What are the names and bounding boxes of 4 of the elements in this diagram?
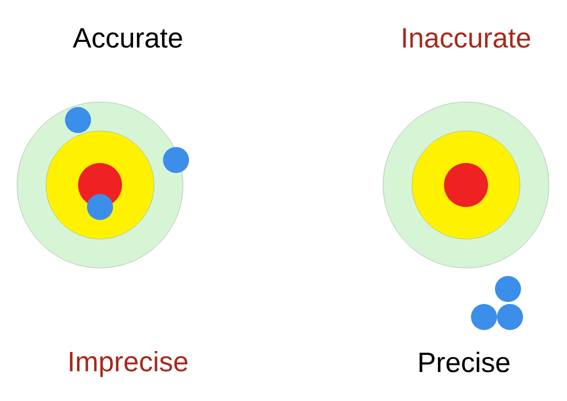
label: Inaccurate [403,28,530,48]
label: Imprecise [70,350,188,378]
label: Precise [420,352,510,372]
label: Accurate [72,28,182,48]
